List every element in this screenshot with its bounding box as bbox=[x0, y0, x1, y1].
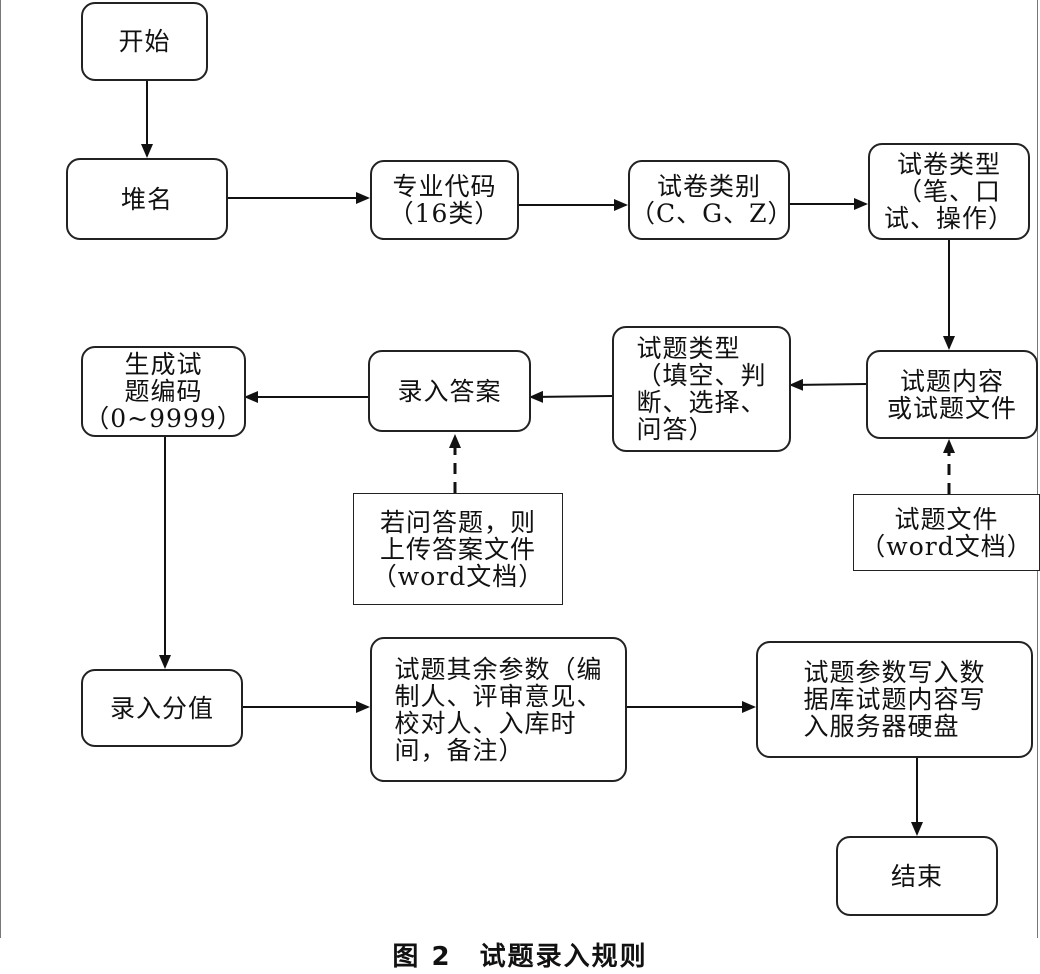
other-params-label: 试题其余参数（编 制人、评审意见、 校对人、入库时 间，备注） bbox=[394, 654, 603, 765]
heap-name-label: 堆名 bbox=[120, 184, 173, 214]
answer-file-note-node: 若问答题，则 上传答案文件 （word文档） bbox=[353, 493, 563, 605]
write-db-label: 试题参数写入数 据库试题内容写 入服务器硬盘 bbox=[803, 658, 986, 741]
paper-type-label: 试卷类型 （笔、口 试、操作） bbox=[883, 150, 1014, 233]
start-label: 开始 bbox=[118, 27, 171, 56]
edge-content-to-qtype bbox=[789, 378, 867, 391]
enter-answer-label: 录入答案 bbox=[397, 376, 502, 406]
enter-answer-node: 录入答案 bbox=[368, 350, 531, 432]
question-type-node: 试题类型 （填空、判 断、选择、 问答） bbox=[612, 326, 791, 452]
question-type-label: 试题类型 （填空、判 断、选择、 问答） bbox=[636, 334, 767, 444]
enter-score-label: 录入分值 bbox=[109, 693, 214, 723]
question-content-label: 试题内容 或试题文件 bbox=[886, 366, 1017, 423]
edge-qtype-to-answer bbox=[529, 390, 613, 403]
write-db-node: 试题参数写入数 据库试题内容写 入服务器硬盘 bbox=[756, 641, 1033, 758]
figure-title: 试题录入规则 bbox=[479, 942, 648, 972]
major-code-label: 专业代码 （16类） bbox=[388, 172, 501, 228]
paper-category-node: 试卷类别 （C、G、Z） bbox=[628, 160, 794, 240]
major-code-node: 专业代码 （16类） bbox=[370, 160, 519, 240]
paper-category-label: 试卷类别 （C、G、Z） bbox=[630, 172, 794, 228]
question-file-note-label: 试题文件 （word文档） bbox=[860, 504, 1033, 561]
answer-file-note-label: 若问答题，则 上传答案文件 （word文档） bbox=[371, 507, 545, 591]
end-node: 结束 bbox=[836, 836, 998, 916]
question-content-node: 试题内容 或试题文件 bbox=[866, 350, 1038, 439]
edges-layer bbox=[141, 80, 955, 836]
generate-code-node: 生成试 题编码 （0~9999） bbox=[81, 346, 246, 437]
start-node: 开始 bbox=[81, 2, 208, 81]
paper-type-node: 试卷类型 （笔、口 试、操作） bbox=[868, 143, 1030, 240]
question-file-note-node: 试题文件 （word文档） bbox=[853, 494, 1040, 571]
heap-name-node: 堆名 bbox=[66, 158, 228, 240]
figure-number: 图 2 bbox=[392, 942, 452, 972]
diagram-frame bbox=[0, 0, 1038, 938]
other-params-node: 试题其余参数（编 制人、评审意见、 校对人、入库时 间，备注） bbox=[370, 637, 627, 782]
generate-code-label: 生成试 题编码 （0~9999） bbox=[84, 350, 243, 433]
end-label: 结束 bbox=[890, 861, 943, 891]
enter-score-node: 录入分值 bbox=[81, 669, 243, 747]
figure-caption: 图 2 试题录入规则 bbox=[0, 936, 1040, 973]
